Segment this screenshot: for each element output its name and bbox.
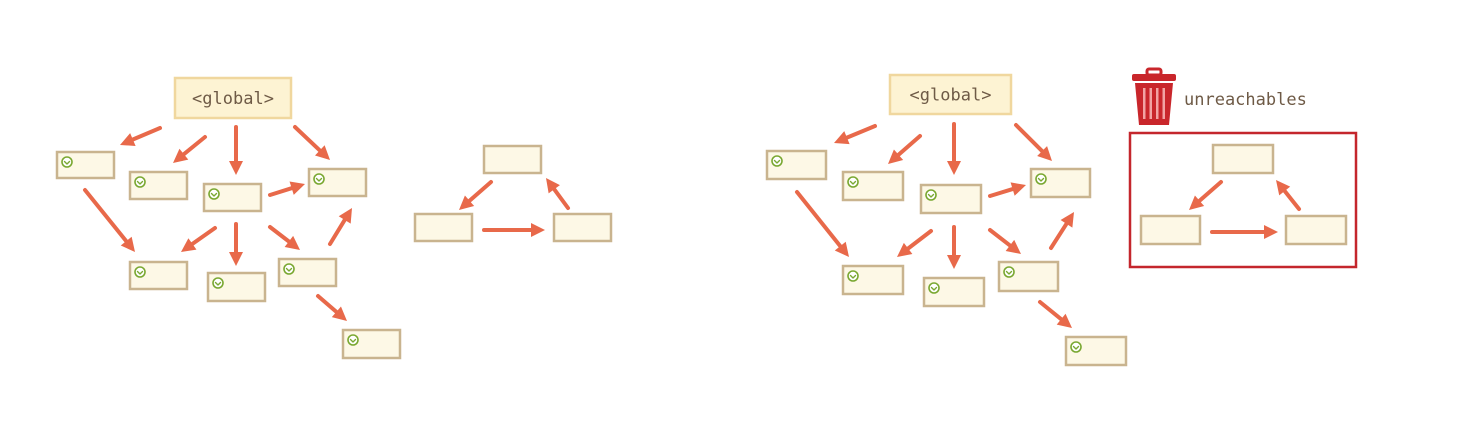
unreachable-object (413, 212, 474, 243)
reference-arrow (1189, 180, 1223, 210)
reachable-object (55, 150, 116, 180)
reachable-object (1029, 167, 1092, 199)
mark-icon (208, 188, 220, 200)
mark-icon (61, 156, 73, 168)
panel-before-collection: <global> (55, 76, 613, 360)
global-label: <global> (192, 89, 274, 109)
reachable-object (997, 260, 1060, 293)
reachable-object (128, 260, 189, 291)
trash-icon (1132, 67, 1176, 125)
mark-icon (771, 155, 783, 167)
reachable-object (202, 182, 263, 213)
reachable-object (841, 170, 905, 202)
reference-arrow (947, 225, 961, 269)
reference-arrow (120, 126, 162, 146)
reference-arrow (834, 124, 877, 145)
reference-arrow (546, 178, 570, 210)
reachable-object (922, 276, 986, 308)
reference-arrow (328, 208, 352, 246)
mark-icon (925, 189, 937, 201)
mark-icon (313, 173, 325, 185)
reference-arrow (482, 223, 545, 237)
mark-icon (134, 266, 146, 278)
global-root-node: <global> (888, 73, 1013, 116)
reachable-object (841, 264, 905, 296)
unreachable-object (1139, 214, 1202, 246)
unreachable-group-box (1128, 131, 1358, 269)
global-label: <global> (910, 86, 992, 106)
reference-arrow (316, 294, 347, 321)
mark-icon (847, 176, 859, 188)
reachable-object (1064, 335, 1128, 367)
reachable-object (128, 170, 189, 201)
reachable-object (919, 183, 983, 215)
unreachables-label: unreachables (1184, 90, 1307, 110)
reference-arrow (173, 135, 207, 163)
reference-arrow (1276, 180, 1301, 211)
reference-arrow (795, 190, 849, 257)
reference-arrow (181, 226, 217, 252)
global-root-node: <global> (173, 76, 293, 120)
mark-icon (347, 334, 359, 346)
mark-icon (1003, 266, 1015, 278)
reference-arrow (988, 228, 1021, 254)
mark-icon (1035, 173, 1047, 185)
reference-arrow (268, 225, 300, 250)
unreachable-object (552, 212, 613, 243)
reference-arrow (293, 125, 330, 160)
reference-arrow (459, 180, 493, 210)
mark-icon (928, 282, 940, 294)
references (83, 125, 570, 321)
reference-arrow (947, 122, 961, 175)
reference-arrow (83, 188, 135, 252)
reference-arrow (1049, 212, 1074, 250)
reference-arrow (1210, 225, 1278, 239)
unreachable-object (482, 144, 543, 175)
mark-icon (847, 270, 859, 282)
reachable-object (277, 257, 338, 288)
reachable-object (765, 149, 828, 181)
reference-arrow (888, 134, 922, 164)
mark-icon (283, 263, 295, 275)
mark-icon (1070, 341, 1082, 353)
reference-arrow (897, 229, 933, 257)
reference-arrow (229, 222, 243, 266)
reference-arrow (988, 182, 1026, 198)
reachable-object (206, 271, 267, 303)
mark-icon (212, 277, 224, 289)
reachable-object (341, 328, 402, 360)
panel-after-collection: <global> unreachables (765, 67, 1358, 367)
reference-arrow (229, 125, 243, 175)
reference-arrow (268, 181, 305, 197)
reference-arrow (1038, 300, 1072, 328)
reference-arrow (1014, 123, 1052, 161)
mark-icon (134, 176, 146, 188)
references (795, 122, 1301, 328)
unreachable-object (1284, 214, 1348, 246)
reachable-object (307, 167, 368, 198)
unreachable-object (1211, 143, 1275, 175)
